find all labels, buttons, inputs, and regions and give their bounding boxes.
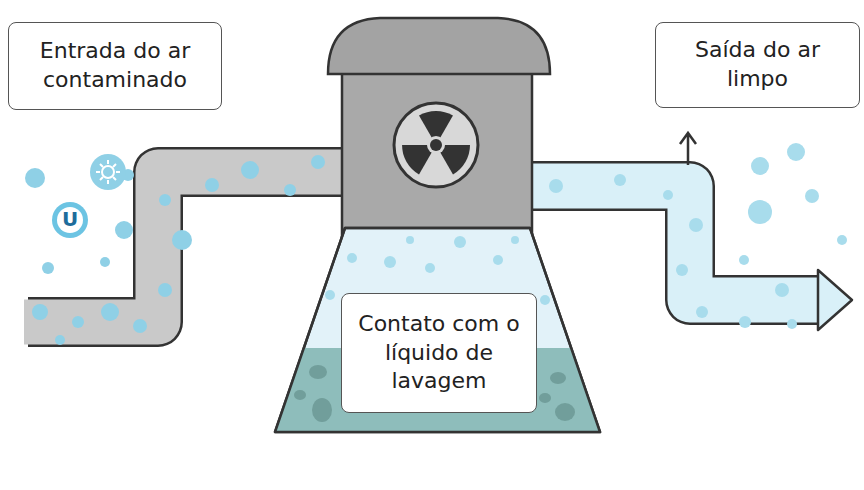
box-text: Saída do ar limpo [668,36,847,93]
outlet-label-box: Saída do ar limpo [655,22,860,108]
inlet-label-box: Entrada do ar contaminado [8,22,222,110]
element-symbol: U [57,207,83,231]
contaminant-icon [90,154,126,190]
outlet-arrowhead [818,270,852,330]
clean-air-particles [549,143,847,329]
contact-label-box: Contato com o líquido de lavagem [341,293,537,413]
up-arrow [680,133,696,165]
box-text: Contato com o líquido de lavagem [354,310,524,396]
inlet-pipe [24,172,356,322]
uranium-bubble [52,202,88,238]
washing-vessel [275,228,600,432]
vessel-outline [275,228,600,432]
radiation-symbol [394,101,478,187]
contaminant-particles [25,155,325,345]
uranium-bubble-inner [57,207,83,233]
tower-dome [328,18,550,74]
outlet-pipe [524,186,824,300]
box-text: Entrada do ar contaminado [21,37,209,94]
